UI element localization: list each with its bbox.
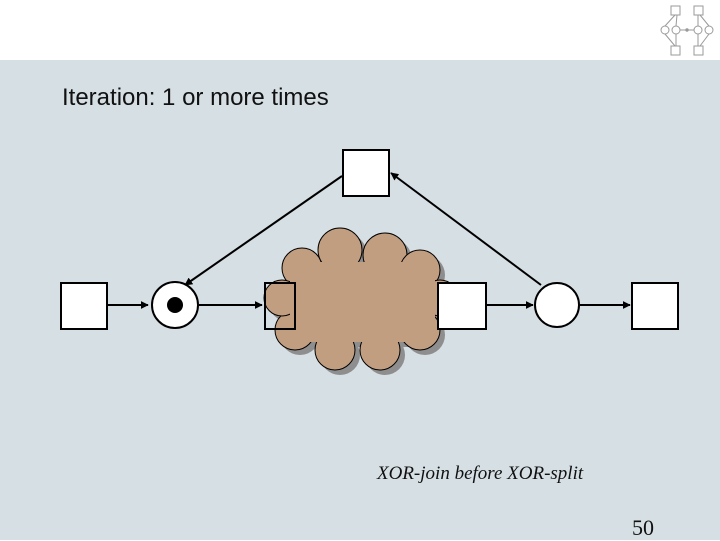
arc-place2-to-top-task [390, 172, 542, 286]
task-cloud-exit [437, 282, 487, 330]
task-left [60, 282, 108, 330]
cloud-fill [290, 262, 435, 342]
place-xor-split [534, 282, 580, 328]
token-icon [167, 297, 183, 313]
petri-net-logo-icon [0, 0, 720, 65]
task-right [631, 282, 679, 330]
page-number: 50 [632, 515, 654, 540]
top-band [0, 0, 720, 60]
task-top [342, 149, 390, 197]
task-cloud-entry [264, 282, 296, 330]
caption: XOR-join before XOR-split [377, 463, 584, 484]
slide-title: Iteration: 1 or more times [62, 84, 329, 111]
arc-top-task-to-place1 [184, 175, 343, 286]
